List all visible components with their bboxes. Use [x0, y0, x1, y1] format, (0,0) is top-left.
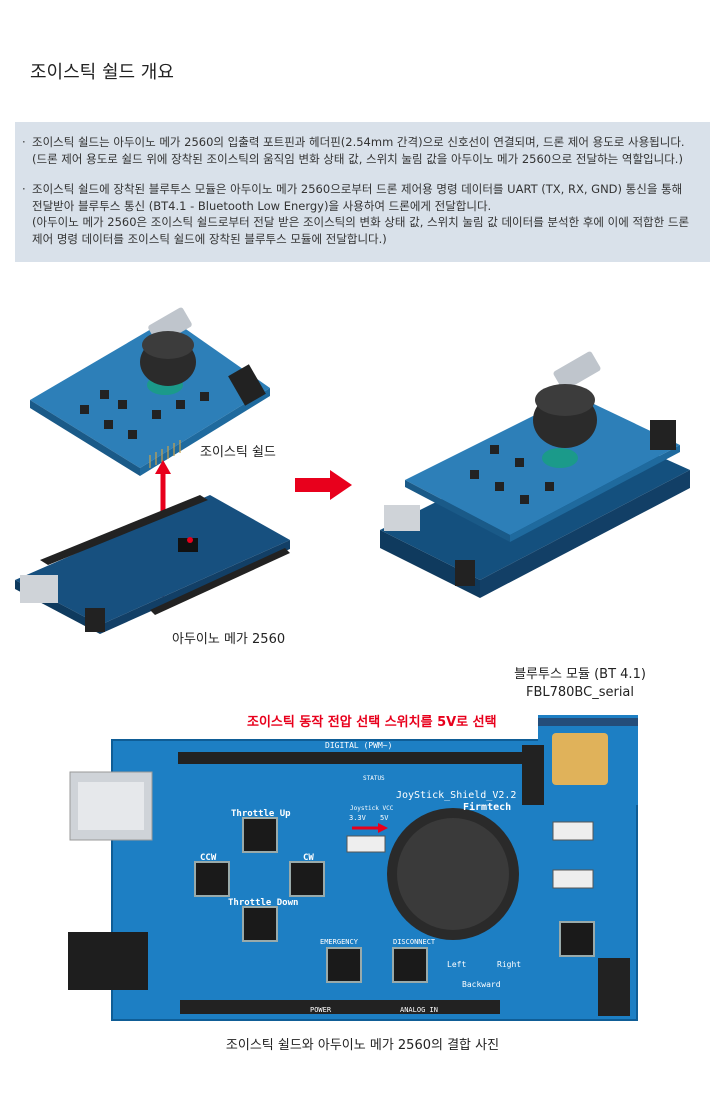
label-emergency: EMERGENCY — [320, 938, 359, 946]
label-disconnect: DISCONNECT — [393, 938, 436, 946]
info-bullet-1: · 조이스틱 쉴드는 아두이노 메가 2560의 입출력 포트핀과 헤더핀(2.… — [22, 134, 692, 167]
label-backward: Backward — [462, 980, 501, 989]
caption-mega: 아두이노 메가 2560 — [172, 632, 286, 647]
bullet2-line3: (아두이노 메가 2560은 조이스틱 쉴드로부터 전달 받은 조이스틱의 변화… — [32, 215, 690, 229]
shield-topdown-photo — [68, 715, 638, 1021]
voltage-note: 조이스틱 동작 전압 선택 스위치를 5V로 선택 — [247, 715, 497, 730]
right-arrow — [295, 470, 352, 500]
info-bullet-2: · 조이스틱 쉴드에 장착된 블루투스 모듈은 아두이노 메가 2560으로부터… — [22, 181, 692, 247]
joystick-shield-image — [30, 307, 270, 476]
bullet2-line1: 조이스틱 쉴드에 장착된 블루투스 모듈은 아두이노 메가 2560으로부터 드… — [32, 182, 683, 196]
label-cw: CW — [303, 853, 314, 863]
caption-shield: 조이스틱 쉴드 — [200, 445, 276, 460]
label-joystick-vcc: Joystick VCC — [350, 805, 394, 812]
bullet1-line1: 조이스틱 쉴드는 아두이노 메가 2560의 입출력 포트핀과 헤더핀(2.54… — [32, 135, 685, 149]
caption-combined: 조이스틱 쉴드와 아두이노 메가 2560의 결합 사진 — [225, 1038, 500, 1053]
label-left: Left — [447, 960, 466, 969]
label-analog-in: ANALOG IN — [400, 1006, 438, 1014]
label-power: POWER — [310, 1006, 332, 1014]
assembled-boards-image — [380, 351, 690, 598]
label-right: Right — [497, 960, 521, 969]
label-status: STATUS — [363, 775, 385, 782]
label-brand: Firmtech — [463, 801, 511, 813]
label-shield-name: JoyStick_Shield_V2.2 — [396, 790, 516, 801]
label-3v3: 3.3V — [349, 814, 367, 822]
label-throttle-down: Throttle Down — [228, 898, 298, 908]
caption-bt-line1: 블루투스 모듈 (BT 4.1) — [514, 667, 646, 682]
bullet2-line2: 전달받아 블루투스 통신 (BT4.1 - Bluetooth Low Ener… — [32, 198, 492, 213]
bullet1-line2: (드론 제어 용도로 쉴드 위에 장착된 조이스틱의 움직임 변화 상태 값, … — [32, 151, 683, 166]
label-digital: DIGITAL (PWM~) — [325, 741, 392, 750]
info-box — [15, 122, 710, 262]
label-throttle-up: Throttle Up — [231, 809, 291, 819]
page-title: 조이스틱 쉴드 개요 — [30, 62, 174, 83]
caption-bt-line2: FBL780BC_serial — [525, 685, 635, 700]
label-5v: 5V — [380, 814, 389, 822]
arduino-mega-image — [15, 495, 290, 634]
label-ccw: CCW — [200, 853, 217, 863]
bullet2-line4: 제어 명령 데이터를 조이스틱 쉴드에 장착된 블루투스 모듈에 전달합니다.) — [32, 231, 387, 246]
caption-bt-module: 블루투스 모듈 (BT 4.1) FBL780BC_serial — [505, 663, 655, 700]
